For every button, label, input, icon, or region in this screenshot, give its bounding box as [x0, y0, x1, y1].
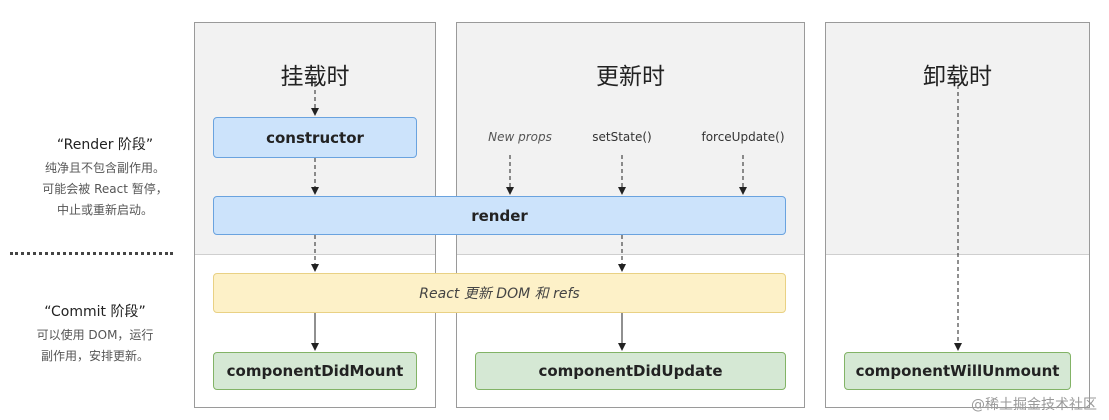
render-phase-line-2: 可能会被 React 暂停，	[42, 182, 168, 196]
react-updates-dom-box: React 更新 DOM 和 refs	[213, 273, 786, 313]
commit-phase-line-2: 副作用，安排更新。	[40, 349, 149, 363]
constructor-box: constructor	[213, 117, 417, 158]
commit-phase-line-1: 可以使用 DOM，运行	[36, 328, 154, 342]
update-phase-divider	[457, 254, 804, 255]
render-phase-title: “Render 阶段”	[56, 137, 154, 153]
phase-separator	[10, 252, 173, 255]
mount-column-title: 挂载时	[280, 64, 350, 90]
set-state-label: setState()	[592, 130, 652, 144]
commit-phase-title: “Commit 阶段”	[44, 304, 146, 320]
render-phase-description: 纯净且不包含副作用。 可能会被 React 暂停， 中止或重新启动。	[10, 158, 200, 221]
component-did-update-box: componentDidUpdate	[475, 352, 786, 390]
force-update-label: forceUpdate()	[701, 130, 785, 144]
watermark: @稀土掘金技术社区	[971, 397, 1097, 413]
commit-phase-description: 可以使用 DOM，运行 副作用，安排更新。	[0, 325, 190, 367]
render-phase-line-3: 中止或重新启动。	[56, 203, 153, 217]
render-box: render	[213, 196, 786, 235]
unmount-column: 卸载时	[825, 22, 1090, 408]
render-phase-line-1: 纯净且不包含副作用。	[44, 161, 165, 175]
new-props-label: New props	[488, 130, 552, 144]
update-column-title: 更新时	[596, 64, 665, 90]
unmount-phase-divider	[826, 254, 1089, 255]
component-will-unmount-box: componentWillUnmount	[844, 352, 1071, 390]
component-did-mount-box: componentDidMount	[213, 352, 417, 390]
mount-phase-divider	[195, 254, 435, 255]
unmount-column-title: 卸载时	[923, 64, 992, 90]
